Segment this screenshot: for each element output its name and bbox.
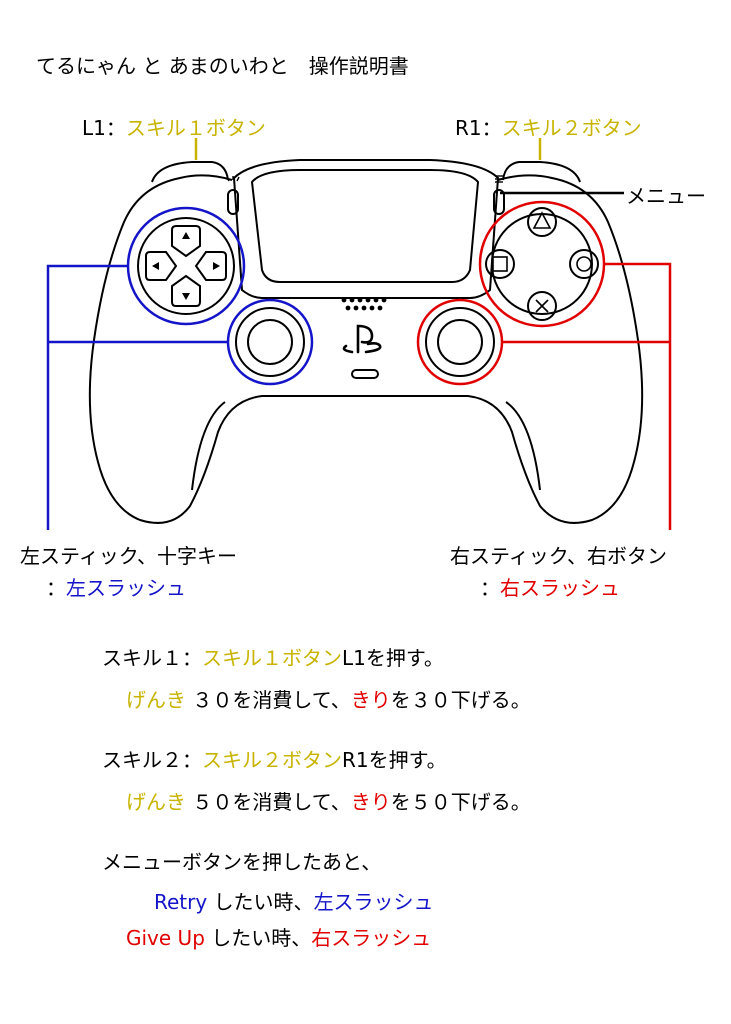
skill1-line: スキル１：スキル１ボタンL1を押す。 (102, 646, 444, 670)
l1-bumper (151, 161, 229, 183)
square-button (485, 249, 515, 279)
touchpad (250, 169, 480, 283)
l1-key: L1： (82, 116, 126, 140)
skill2-button-text: スキル２ボタン (202, 748, 342, 772)
giveup-line: Give Up したい時、右スラッシュ (126, 926, 432, 950)
controller-body (88, 174, 644, 524)
circle-button (569, 249, 599, 279)
speaker-grille (341, 297, 387, 311)
left-callout (46, 264, 228, 530)
giveup-word: Give Up (126, 926, 205, 950)
circle-icon (576, 256, 592, 272)
menu-label: メニュー (626, 184, 706, 208)
dpad-up (171, 225, 201, 258)
r1-action: スキル２ボタン (501, 116, 642, 140)
left-stick-action: ：左スラッシュ (46, 576, 186, 600)
right-stick-highlight (416, 298, 504, 386)
create-button (227, 189, 239, 215)
r1-key: R1： (455, 116, 502, 140)
skill2-line: スキル２：スキル２ボタンR1を押す。 (102, 748, 447, 772)
dpad-right (194, 251, 227, 281)
skill1-effect: げんき ３０を消費して、きりを３０下げる。 (126, 688, 531, 712)
mic-button (351, 369, 379, 379)
triangle-button (527, 207, 557, 237)
playstation-logo-icon (342, 324, 382, 354)
giveup-action: 右スラッシュ (311, 926, 432, 950)
skill2-effect: げんき ５０を消費して、きりを５０下げる。 (126, 790, 531, 814)
cross-button (527, 291, 557, 321)
right-slash: 右スラッシュ (500, 576, 620, 600)
triangle-icon (532, 211, 552, 229)
cross-icon (535, 299, 549, 313)
r1-label: R1：スキル２ボタン (455, 112, 642, 141)
left-slash: 左スラッシュ (66, 576, 186, 600)
face-buttons-highlight (478, 200, 606, 328)
left-stick-highlight (226, 298, 314, 386)
dpad-down (171, 274, 201, 307)
r1-bumper (502, 161, 581, 183)
genki-word: げんき (126, 790, 186, 814)
right-stick-title: 右スティック、右ボタン (450, 544, 667, 568)
left-stick-title: 左スティック、十字キー (20, 544, 237, 568)
right-callout (502, 262, 672, 530)
l1-action: スキル１ボタン (125, 116, 266, 140)
l1-label: L1：スキル１ボタン (82, 112, 266, 141)
square-icon (492, 256, 508, 272)
touchpad-outer (232, 159, 500, 299)
right-stick-action: ：右スラッシュ (480, 576, 620, 600)
options-button (493, 189, 505, 215)
menu-instruction: メニューボタンを押したあと、 (102, 850, 382, 874)
dpad-left (145, 251, 178, 281)
retry-line: Retry したい時、左スラッシュ (154, 890, 434, 914)
kiri-word: きり (350, 688, 391, 712)
retry-word: Retry (154, 890, 208, 914)
kiri-word: きり (350, 790, 391, 814)
page-title: てるにゃん と あまのいわと 操作説明書 (36, 54, 409, 78)
retry-action: 左スラッシュ (313, 890, 434, 914)
skill1-button-text: スキル１ボタン (202, 646, 342, 670)
genki-word: げんき (126, 688, 186, 712)
